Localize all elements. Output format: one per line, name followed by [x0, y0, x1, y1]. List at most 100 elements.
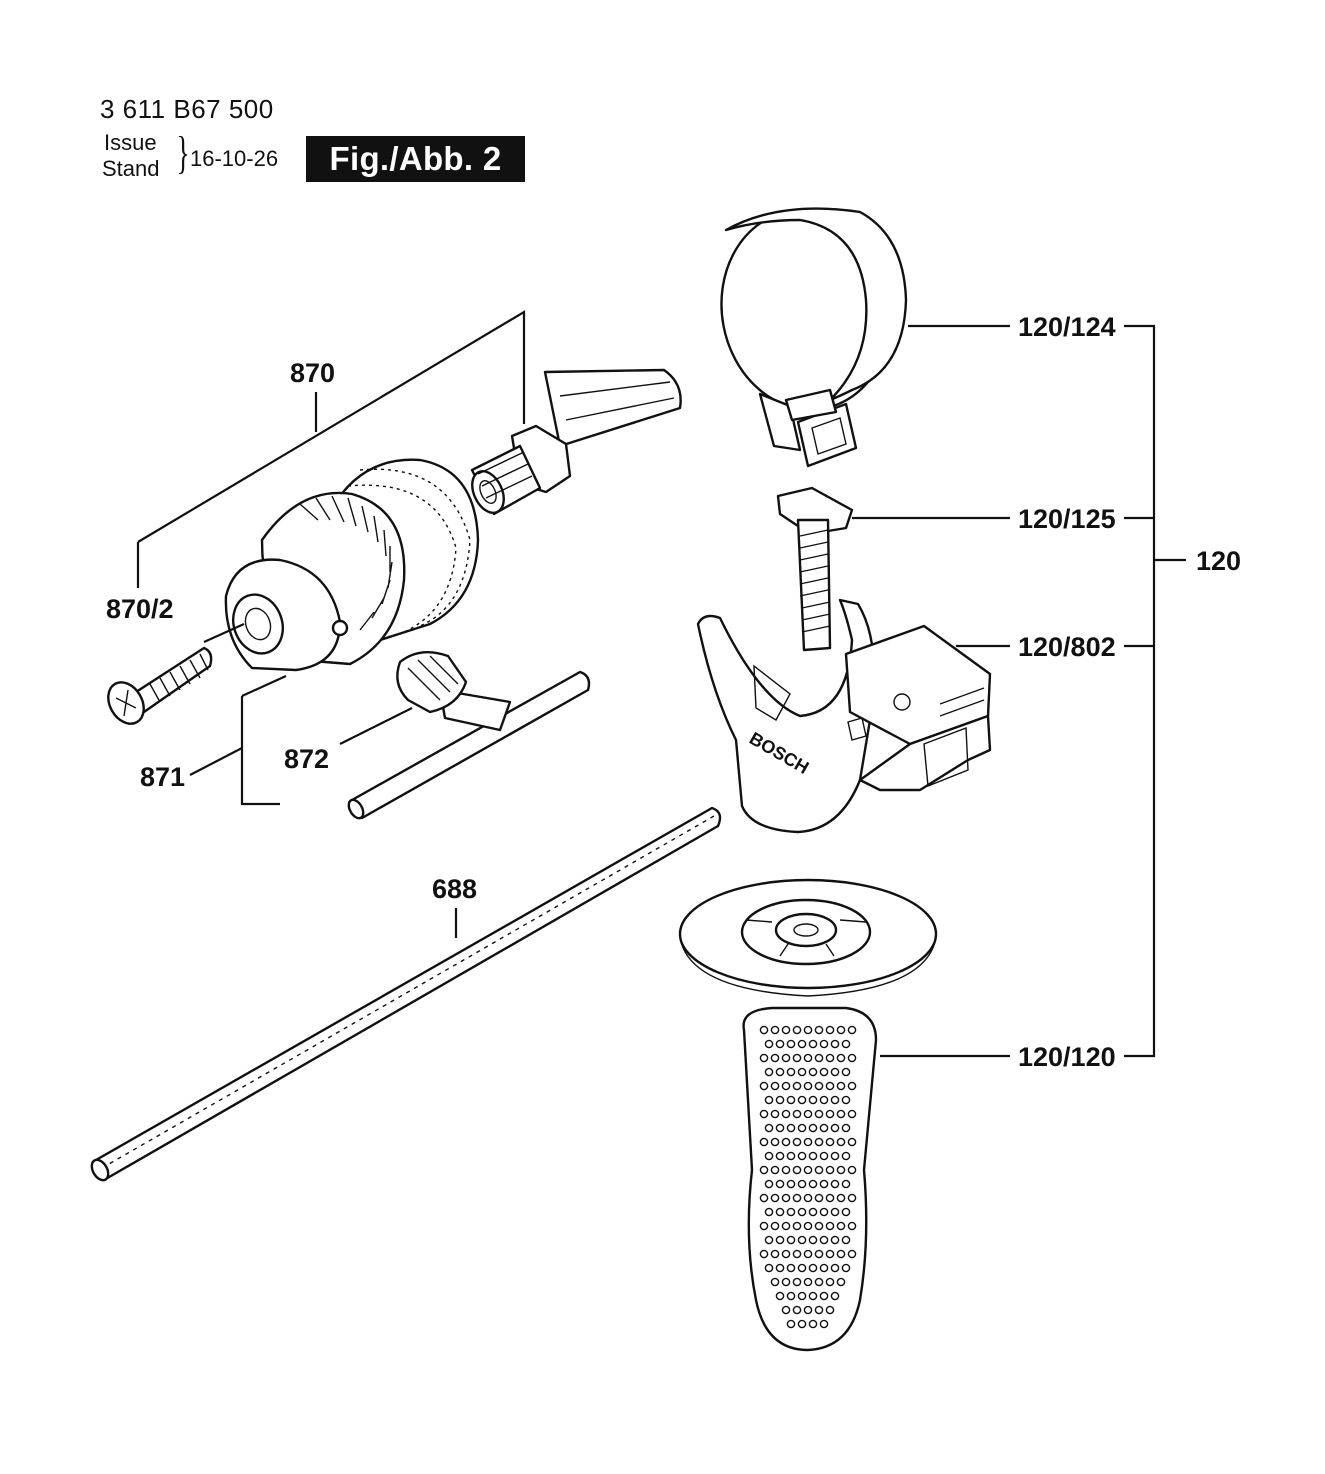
grip-dot: [770, 1221, 780, 1231]
grip-dot: [808, 1207, 818, 1217]
grip-dot: [781, 1081, 791, 1091]
grip-dot: [792, 1165, 802, 1175]
grip-dot: [764, 1123, 774, 1133]
grip-dot: [830, 1291, 840, 1301]
grip-dot: [792, 1081, 802, 1091]
grip-dot: [814, 1277, 824, 1287]
grip-dot: [836, 1053, 846, 1063]
grip-dot: [847, 1053, 857, 1063]
grip-dot: [830, 1263, 840, 1273]
grip-dot: [841, 1039, 851, 1049]
grip-dot: [841, 1179, 851, 1189]
grip-dot: [792, 1137, 802, 1147]
grip-dot: [825, 1249, 835, 1259]
grip-dot: [786, 1067, 796, 1077]
callout-872: 872: [284, 744, 329, 774]
grip-dot: [819, 1179, 829, 1189]
grip-dot: [841, 1151, 851, 1161]
grip-dot: [797, 1235, 807, 1245]
issue-label: Issue: [104, 130, 157, 155]
grip-dot: [803, 1053, 813, 1063]
callout-871: 871: [140, 762, 185, 792]
grip-dot: [786, 1291, 796, 1301]
grip-dot: [830, 1179, 840, 1189]
part-688-rod: [90, 806, 722, 1182]
grip-dot: [803, 1165, 813, 1175]
grip-dot: [792, 1277, 802, 1287]
grip-dot: [770, 1081, 780, 1091]
grip-dot: [764, 1179, 774, 1189]
grip-dot: [781, 1249, 791, 1259]
grip-dot: [808, 1095, 818, 1105]
grip-dot: [803, 1081, 813, 1091]
grip-dot: [759, 1137, 769, 1147]
grip-dot: [775, 1039, 785, 1049]
grip-dot: [764, 1263, 774, 1273]
grip-dot: [786, 1235, 796, 1245]
grip-dot: [803, 1137, 813, 1147]
grip-dot: [814, 1109, 824, 1119]
grip-dot: [803, 1193, 813, 1203]
grip-dot: [836, 1277, 846, 1287]
grip-dot: [775, 1123, 785, 1133]
grip-dot: [847, 1221, 857, 1231]
issue-date: 16-10-26: [190, 146, 279, 171]
grip-dot: [792, 1025, 802, 1035]
grip-dot: [814, 1165, 824, 1175]
grip-dot: [825, 1025, 835, 1035]
callout-870-2: 870/2: [106, 594, 174, 624]
grip-dot: [830, 1207, 840, 1217]
grip-dot: [764, 1039, 774, 1049]
grip-dot: [764, 1067, 774, 1077]
grip-dot: [781, 1109, 791, 1119]
grip-dot: [825, 1277, 835, 1287]
grip-dot: [819, 1263, 829, 1273]
grip-dot: [830, 1067, 840, 1077]
grip-dot: [781, 1277, 791, 1287]
grip-dot: [825, 1165, 835, 1175]
grip-dot: [814, 1305, 824, 1315]
grip-dot: [792, 1193, 802, 1203]
grip-dot: [770, 1053, 780, 1063]
grip-dot: [797, 1039, 807, 1049]
grip-dot: [825, 1109, 835, 1119]
issue-brace: }: [176, 127, 190, 178]
part-120-124-clamp-band: [720, 207, 908, 468]
grip-dot: [819, 1207, 829, 1217]
grip-dot: [847, 1193, 857, 1203]
callout-870: 870: [290, 358, 335, 388]
callout-688: 688: [432, 874, 477, 904]
callout-120-120: 120/120: [1018, 1042, 1116, 1072]
grip-dot: [770, 1109, 780, 1119]
grip-dot: [808, 1123, 818, 1133]
grip-dot: [797, 1179, 807, 1189]
grip-dot: [792, 1109, 802, 1119]
grip-dot: [847, 1025, 857, 1035]
grip-dot: [770, 1193, 780, 1203]
grip-dot: [808, 1319, 818, 1329]
grip-dot: [781, 1305, 791, 1315]
grip-dot: [841, 1095, 851, 1105]
callout-120-802: 120/802: [1018, 632, 1116, 662]
figure-badge: Fig./Abb. 2: [306, 136, 525, 182]
callout-120-124: 120/124: [1018, 312, 1116, 342]
part-870-drill-chuck: [224, 368, 682, 672]
grip-dot: [830, 1095, 840, 1105]
grip-dot: [808, 1151, 818, 1161]
grip-dot: [803, 1221, 813, 1231]
grip-dot: [808, 1235, 818, 1245]
grip-dot: [792, 1221, 802, 1231]
grip-dot: [775, 1235, 785, 1245]
grip-dot: [797, 1095, 807, 1105]
grip-dot: [803, 1277, 813, 1287]
grip-dot: [770, 1165, 780, 1175]
grip-dot: [759, 1193, 769, 1203]
grip-dot: [819, 1291, 829, 1301]
grip-dot: [775, 1179, 785, 1189]
grip-dot: [797, 1151, 807, 1161]
grip-dot: [764, 1095, 774, 1105]
grip-dot: [786, 1263, 796, 1273]
grip-dot: [819, 1123, 829, 1133]
grip-dot: [847, 1109, 857, 1119]
grip-dot: [792, 1249, 802, 1259]
